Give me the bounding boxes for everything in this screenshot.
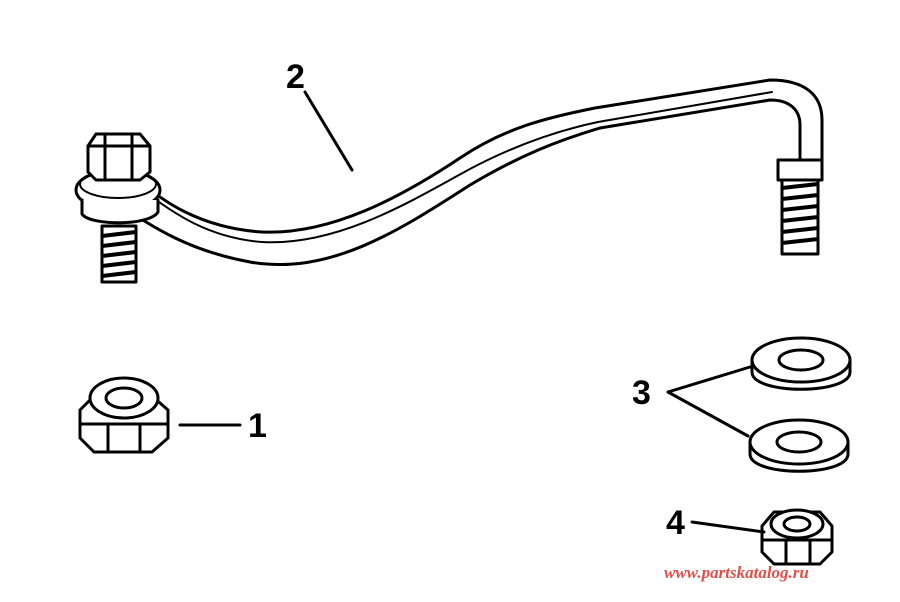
- leader-line-4: [690, 520, 766, 534]
- leader-line-3b: [666, 390, 750, 438]
- lock-nut: [78, 376, 170, 454]
- washer-lower: [748, 418, 850, 473]
- hex-nut: [760, 508, 834, 566]
- callout-2: 2: [286, 58, 305, 96]
- callout-4: 4: [666, 504, 685, 542]
- watermark-text: www.partskatalog.ru: [664, 563, 809, 582]
- leader-line-3a: [666, 365, 752, 394]
- tie-bar: [74, 78, 824, 284]
- callout-1: 1: [248, 407, 267, 445]
- callout-3: 3: [632, 374, 651, 412]
- washer-upper: [750, 336, 852, 391]
- leader-lines: [178, 90, 766, 534]
- leader-line-2: [303, 90, 354, 172]
